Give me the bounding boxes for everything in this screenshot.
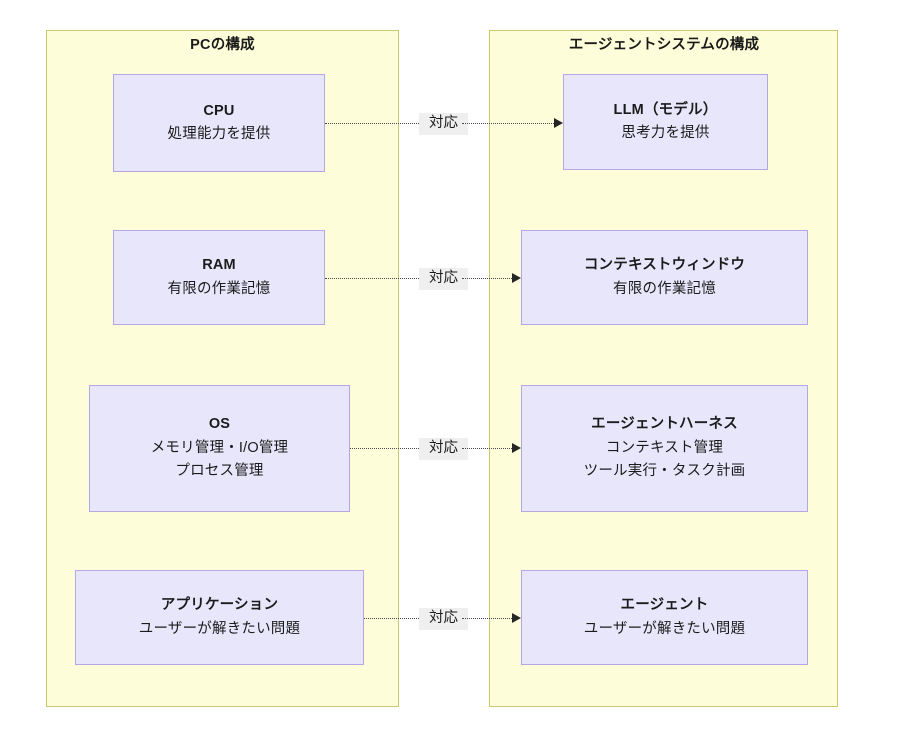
edge-cpu-llm-left (325, 123, 419, 124)
node-agent-title: エージェント (620, 597, 709, 614)
edge-os-harness-right (462, 448, 512, 449)
node-agent-harness[interactable]: エージェントハーネス コンテキスト管理 ツール実行・タスク計画 (521, 385, 808, 512)
node-agent[interactable]: エージェント ユーザーが解きたい問題 (521, 570, 808, 665)
node-ram-title: RAM (202, 257, 236, 274)
node-llm-title: LLM（モデル） (613, 101, 718, 118)
container-pc-title: PCの構成 (190, 37, 255, 53)
node-os[interactable]: OS メモリ管理・I/O管理 プロセス管理 (89, 385, 350, 512)
edge-application-agent-left (364, 618, 419, 619)
edge-label-cpu-llm: 対応 (419, 113, 468, 135)
node-context-window[interactable]: コンテキストウィンドウ 有限の作業記憶 (521, 230, 808, 325)
edge-label-os-harness: 対応 (419, 438, 468, 460)
node-context-window-title: コンテキストウィンドウ (583, 257, 746, 274)
node-application[interactable]: アプリケーション ユーザーが解きたい問題 (75, 570, 364, 665)
node-agent-line-1: ユーザーが解きたい問題 (583, 620, 746, 637)
node-agent-harness-line-1: コンテキスト管理 (605, 439, 724, 456)
edge-label-ram-context: 対応 (419, 268, 468, 290)
node-agent-harness-line-2: ツール実行・タスク計画 (583, 463, 746, 480)
node-cpu[interactable]: CPU 処理能力を提供 (113, 74, 325, 172)
node-agent-harness-title: エージェントハーネス (591, 416, 738, 433)
edge-os-harness-left (350, 448, 419, 449)
node-cpu-line-1: 処理能力を提供 (167, 126, 271, 142)
arrowhead-cpu-llm (554, 117, 563, 128)
arrowhead-ram-context (512, 272, 521, 283)
node-ram-line-1: 有限の作業記憶 (167, 280, 271, 297)
edge-ram-context-left (325, 278, 419, 279)
edge-application-agent-right (462, 618, 512, 619)
arrowhead-os-harness (512, 442, 521, 453)
edge-label-application-agent: 対応 (419, 608, 468, 630)
edge-cpu-llm-right (462, 123, 554, 124)
node-ram[interactable]: RAM 有限の作業記憶 (113, 230, 325, 325)
node-cpu-title: CPU (203, 102, 235, 119)
node-os-line-2: プロセス管理 (175, 463, 264, 480)
node-application-line-1: ユーザーが解きたい問題 (138, 620, 301, 637)
container-agent-title: エージェントシステムの構成 (568, 37, 760, 53)
node-os-line-1: メモリ管理・I/O管理 (150, 439, 289, 456)
arrowhead-application-agent (512, 612, 521, 623)
node-llm[interactable]: LLM（モデル） 思考力を提供 (563, 74, 768, 170)
node-context-window-line-1: 有限の作業記憶 (613, 280, 716, 297)
node-llm-line-1: 思考力を提供 (621, 125, 710, 141)
edge-ram-context-right (462, 278, 512, 279)
node-application-title: アプリケーション (160, 597, 279, 614)
node-os-title: OS (208, 416, 231, 433)
